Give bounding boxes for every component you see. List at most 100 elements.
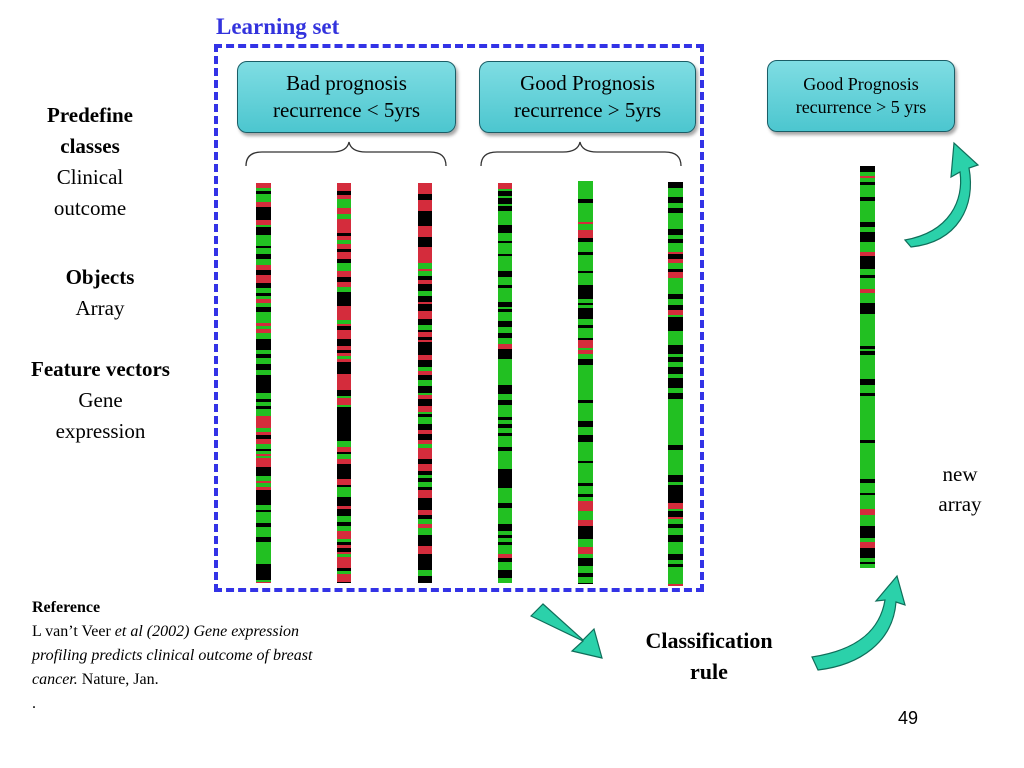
gene-band — [337, 506, 351, 509]
gene-band — [498, 277, 512, 283]
gene-band — [498, 538, 512, 542]
gene-band — [337, 526, 351, 529]
array-to-prediction-curved-arrow-icon — [903, 141, 980, 248]
gene-band — [418, 430, 432, 434]
gene-band — [418, 480, 432, 482]
gene-band — [578, 526, 593, 531]
gene-band — [860, 216, 875, 220]
gene-band — [337, 378, 351, 384]
gene-band — [498, 338, 512, 344]
gene-band — [578, 569, 593, 573]
predicted-class-criterion: recurrence > 5 yrs — [795, 97, 927, 117]
gene-band — [256, 432, 271, 435]
gene-band — [578, 195, 593, 199]
gene-band — [498, 529, 512, 531]
gene-band — [668, 485, 683, 489]
gene-band — [337, 574, 351, 577]
gene-band — [498, 549, 512, 554]
gene-band — [668, 254, 683, 259]
gene-band — [337, 454, 351, 459]
gene-band — [578, 372, 593, 376]
gene-band — [668, 182, 683, 188]
gene-band — [668, 420, 683, 423]
gene-band — [418, 475, 432, 478]
gene-band — [578, 343, 593, 348]
gene-band — [256, 345, 271, 350]
gene-band — [498, 344, 512, 349]
gene-band — [418, 467, 432, 471]
gene-band — [860, 265, 875, 269]
gene-band — [578, 313, 593, 319]
gene-band — [256, 194, 271, 196]
gene-band — [498, 321, 512, 327]
gene-band — [418, 332, 432, 337]
gene-band — [668, 517, 683, 519]
gene-band — [860, 269, 875, 272]
gene-band — [418, 417, 432, 422]
good-array-3 — [668, 182, 683, 586]
gene-band — [668, 482, 683, 485]
gene-band — [498, 417, 512, 420]
bad-array-3 — [418, 183, 432, 583]
gene-band — [256, 235, 271, 240]
gene-band — [668, 310, 683, 315]
gene-band — [860, 389, 875, 393]
reference-italic-3: cancer. — [32, 671, 78, 688]
gene-band — [418, 564, 432, 570]
gene-band — [418, 340, 432, 342]
gene-band — [860, 172, 875, 176]
gene-band — [337, 346, 351, 350]
gene-band — [256, 516, 271, 518]
good-array-2 — [578, 181, 593, 584]
gene-band — [498, 191, 512, 196]
gene-band — [498, 488, 512, 493]
gene-band — [578, 273, 593, 275]
gene-band — [668, 278, 683, 280]
gene-band — [256, 265, 271, 270]
gene-band — [578, 541, 593, 547]
reference-authors: L van’t Veer — [32, 623, 115, 640]
gene-band — [860, 461, 875, 467]
gene-band — [337, 306, 351, 310]
gene-band — [860, 509, 875, 515]
gene-band — [578, 257, 593, 259]
gene-band — [860, 385, 875, 389]
gene-band — [498, 578, 512, 583]
gene-band — [668, 554, 683, 556]
gene-band — [498, 411, 512, 415]
gene-band — [578, 181, 593, 184]
gene-band — [498, 469, 512, 474]
gene-band — [668, 495, 683, 498]
gene-band — [418, 377, 432, 380]
gene-band — [860, 355, 875, 361]
gene-band — [337, 501, 351, 506]
gene-band — [668, 194, 683, 197]
gene-band — [860, 166, 875, 169]
gene-band — [498, 233, 512, 236]
objects-title: Objects — [65, 265, 135, 289]
gene-band — [498, 441, 512, 443]
gene-band — [418, 528, 432, 532]
gene-band — [418, 406, 432, 412]
gene-band — [256, 333, 271, 337]
gene-band — [860, 434, 875, 440]
gene-band — [578, 359, 593, 365]
gene-band — [860, 449, 875, 451]
gene-band — [498, 474, 512, 478]
gene-band — [337, 362, 351, 367]
gene-band — [578, 577, 593, 583]
gene-band — [578, 534, 593, 539]
gene-band — [860, 490, 875, 493]
good-prognosis-box: Good Prognosis recurrence > 5yrs — [479, 61, 696, 133]
gene-band — [578, 354, 593, 359]
gene-band — [418, 211, 432, 216]
gene-band — [418, 412, 432, 414]
gene-band — [498, 252, 512, 254]
gene-band — [578, 466, 593, 472]
reference-italic-1: et al (2002) Gene expression — [114, 623, 300, 640]
gene-band — [578, 386, 593, 390]
reference-dot: . — [32, 695, 36, 712]
gene-band — [578, 554, 593, 558]
gene-band — [668, 453, 683, 457]
gene-band — [578, 319, 593, 325]
